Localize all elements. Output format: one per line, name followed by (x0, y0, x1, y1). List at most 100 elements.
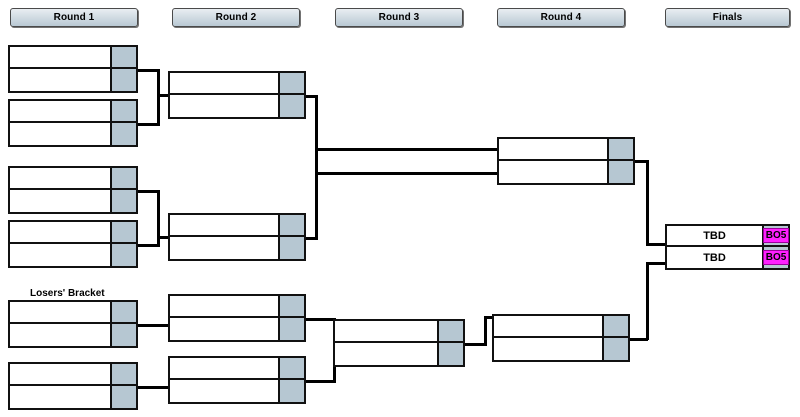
bracket-connector-line (315, 148, 318, 240)
match-box-r4m1[interactable] (497, 137, 635, 185)
match-slot-top[interactable] (170, 215, 304, 237)
match-box-r3m1[interactable] (333, 319, 465, 367)
score-cell (110, 47, 136, 67)
match-slot-top[interactable] (170, 358, 304, 380)
bracket-connector-line (306, 237, 318, 240)
match-slot-bottom[interactable] (170, 318, 304, 340)
match-slot-top[interactable] (10, 302, 136, 324)
score-cell (110, 364, 136, 384)
match-box-r1m2[interactable] (8, 99, 138, 147)
match-slot-top[interactable] (499, 139, 633, 161)
match-box-r1m6[interactable] (8, 362, 138, 410)
match-slot-bottom[interactable] (170, 95, 304, 117)
match-slot-bottom[interactable] (10, 244, 136, 266)
competitor-name: TBD (703, 229, 726, 242)
score-cell (110, 324, 136, 346)
score-cell (278, 380, 304, 402)
bracket-connector-line (138, 69, 160, 72)
score-cell (437, 343, 463, 365)
score-cell (278, 318, 304, 340)
score-cell (110, 386, 136, 408)
match-box-r1m1[interactable] (8, 45, 138, 93)
match-slot-top[interactable] (10, 222, 136, 244)
match-box-r1m4[interactable] (8, 220, 138, 268)
score-cell (278, 95, 304, 117)
bracket-connector-line (646, 262, 668, 265)
bracket-connector-line (306, 318, 336, 321)
bracket-connector-line (315, 95, 318, 175)
match-slot-bottom[interactable] (494, 338, 628, 360)
score-cell (602, 338, 628, 360)
score-cell (110, 244, 136, 266)
score-cell (110, 101, 136, 121)
match-slot-top[interactable] (335, 321, 463, 343)
match-slot-bottom[interactable] (499, 161, 633, 183)
score-cell (110, 302, 136, 322)
bracket-connector-line (138, 386, 171, 389)
round-header-finals[interactable]: Finals (665, 8, 790, 27)
score-cell (110, 123, 136, 145)
match-slot-bottom[interactable] (10, 123, 136, 145)
score-cell (607, 161, 633, 183)
bracket-connector-line (315, 148, 500, 151)
bracket-connector-line (646, 243, 668, 246)
match-slot-top[interactable] (10, 168, 136, 190)
bo5-badge-label: BO5 (762, 250, 790, 265)
match-slot-top[interactable] (494, 316, 628, 338)
bracket-connector-line (138, 324, 171, 327)
losers-bracket-label: Losers' Bracket (30, 288, 105, 299)
match-slot-bottom[interactable] (10, 69, 136, 91)
bracket-connector-line (646, 160, 649, 246)
match-slot-bottom[interactable] (170, 237, 304, 259)
match-slot-top[interactable] (170, 73, 304, 95)
match-box-r2m1[interactable] (168, 71, 306, 119)
bracket-connector-line (138, 244, 160, 247)
bracket-connector-line (465, 343, 487, 346)
match-slot-top[interactable]: TBD BO5 (667, 226, 790, 247)
bracket-connector-line (306, 380, 336, 383)
score-cell (437, 321, 463, 341)
bracket-connector-line (157, 69, 160, 126)
bracket-connector-line (157, 94, 171, 97)
bracket-connector-line (484, 316, 498, 319)
match-box-r2m3[interactable] (168, 294, 306, 342)
bo5-badge-label: BO5 (762, 228, 790, 243)
match-slot-bottom[interactable]: TBD BO5 (667, 247, 790, 268)
match-slot-top[interactable] (10, 101, 136, 123)
match-slot-bottom[interactable] (10, 324, 136, 346)
bracket-connector-line (157, 190, 160, 247)
bracket-connector-line (635, 160, 649, 163)
bracket-connector-line (630, 338, 648, 341)
bracket-connector-line (646, 262, 649, 340)
score-cell (110, 222, 136, 242)
round-header-round-4[interactable]: Round 4 (497, 8, 625, 27)
match-slot-top[interactable] (10, 47, 136, 69)
score-cell (602, 316, 628, 336)
series-format-badge: BO5 (762, 226, 790, 245)
bracket-connector-line (484, 316, 487, 346)
match-box-r1m5[interactable] (8, 300, 138, 348)
competitor-name: TBD (703, 251, 726, 264)
match-slot-bottom[interactable] (10, 386, 136, 408)
bracket-connector-line (306, 95, 318, 98)
match-slot-bottom[interactable] (170, 380, 304, 402)
round-header-round-3[interactable]: Round 3 (335, 8, 463, 27)
match-box-r1m3[interactable] (8, 166, 138, 214)
match-slot-top[interactable] (10, 364, 136, 386)
match-box-r2m2[interactable] (168, 213, 306, 261)
score-cell (278, 358, 304, 378)
round-header-round-1[interactable]: Round 1 (10, 8, 138, 27)
score-cell (278, 73, 304, 93)
match-box-r4m2[interactable] (492, 314, 630, 362)
match-slot-top[interactable] (170, 296, 304, 318)
bracket-connector-line (138, 123, 160, 126)
match-box-r2m4[interactable] (168, 356, 306, 404)
match-slot-bottom[interactable] (335, 343, 463, 365)
score-cell (607, 139, 633, 159)
score-cell (278, 296, 304, 316)
bracket-connector-line (138, 190, 160, 193)
match-slot-bottom[interactable] (10, 190, 136, 212)
round-header-round-2[interactable]: Round 2 (172, 8, 300, 27)
